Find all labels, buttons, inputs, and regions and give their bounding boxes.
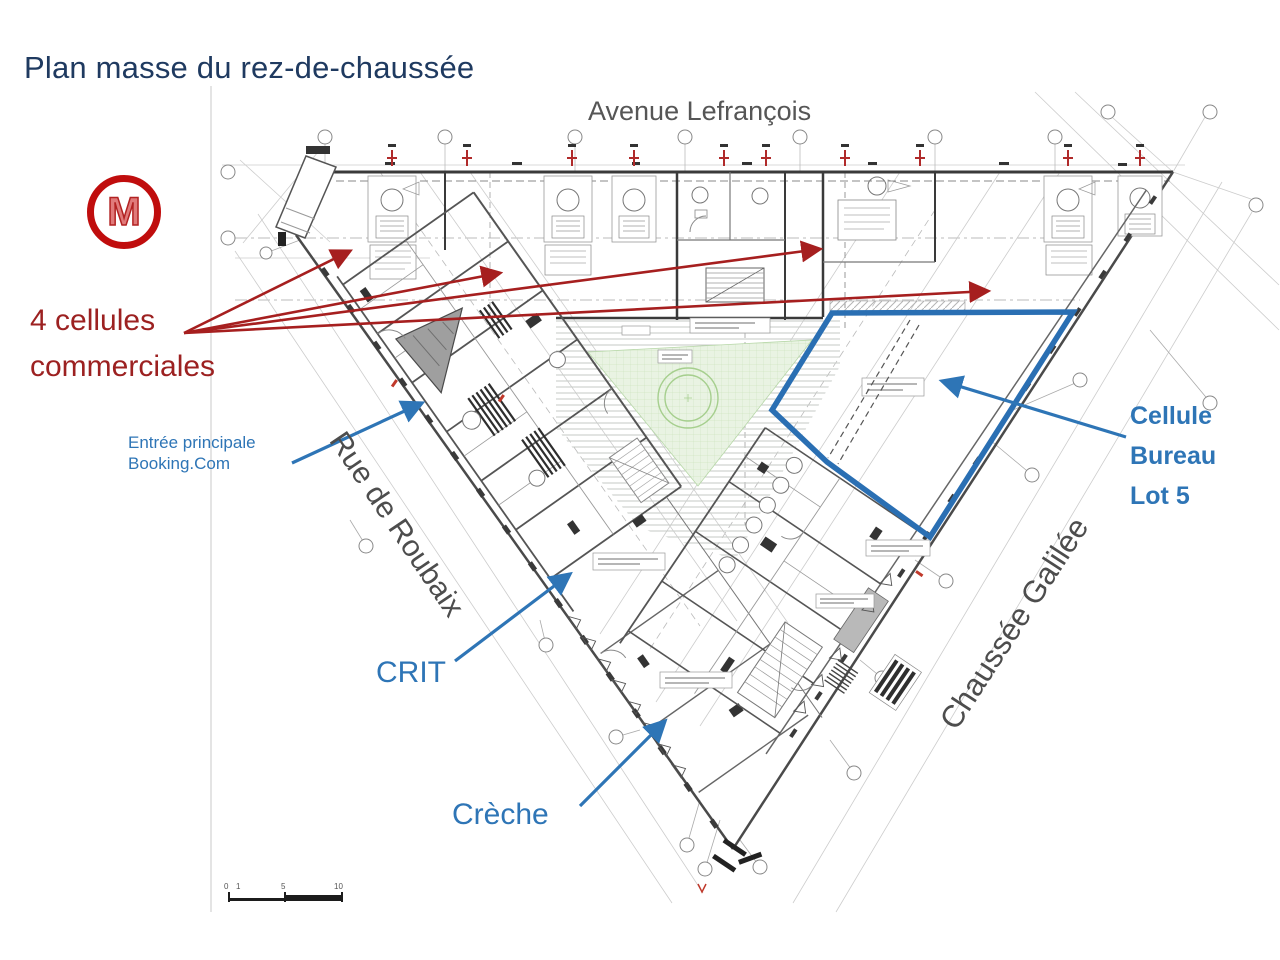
plan-label-boxes xyxy=(592,317,931,689)
scale-tick-1: 1 xyxy=(236,882,241,891)
building-shell xyxy=(275,146,1175,850)
scale-tick-10: 10 xyxy=(334,882,343,891)
utility-cross-marks xyxy=(387,144,1145,166)
core-stairs xyxy=(705,267,765,303)
scale-bar: 0 1 5 10 xyxy=(222,882,352,906)
lot5-line2: Bureau xyxy=(1130,442,1217,470)
street-front-modules xyxy=(367,175,1163,280)
scale-bar-graphic xyxy=(228,892,343,902)
page-title: Plan masse du rez-de-chaussée xyxy=(24,50,475,85)
commercial-cells-line1: 4 cellules xyxy=(30,304,156,337)
garden-circle xyxy=(657,367,719,429)
blue-annotation-arrows xyxy=(291,375,1127,808)
booking-entrance-label: Entrée principale Booking.Com xyxy=(128,432,256,474)
booking-arrow xyxy=(291,400,426,465)
commercial-cells-arrows xyxy=(183,240,992,335)
lot5-arrow xyxy=(938,375,1127,439)
lot5-line3: Lot 5 xyxy=(1130,482,1190,510)
crit-arrow xyxy=(454,571,573,663)
lot5-label: Cellule Bureau Lot 5 xyxy=(1130,396,1216,516)
courtyard xyxy=(556,320,840,560)
scale-tick-0: 0 xyxy=(224,882,229,891)
creche-arrow xyxy=(578,718,668,808)
metro-station-icon: M xyxy=(87,175,161,249)
crit-label: CRIT xyxy=(376,656,446,689)
creche-label: Crèche xyxy=(452,798,549,831)
metro-letter: M xyxy=(107,189,142,235)
edge-details xyxy=(390,379,924,894)
booking-line2: Booking.Com xyxy=(128,454,231,473)
lot5-outline xyxy=(768,309,1079,541)
street-label-avenue-lefrancois: Avenue Lefrançois xyxy=(588,96,812,126)
commercial-cells-label: 4 cellules commerciales xyxy=(30,298,215,390)
booking-line1: Entrée principale xyxy=(128,433,256,452)
grid-bubbles xyxy=(220,104,1264,877)
lot5-line1: Cellule xyxy=(1130,402,1212,430)
commercial-cells-line2: commerciales xyxy=(30,350,216,383)
scale-tick-5: 5 xyxy=(281,882,286,891)
